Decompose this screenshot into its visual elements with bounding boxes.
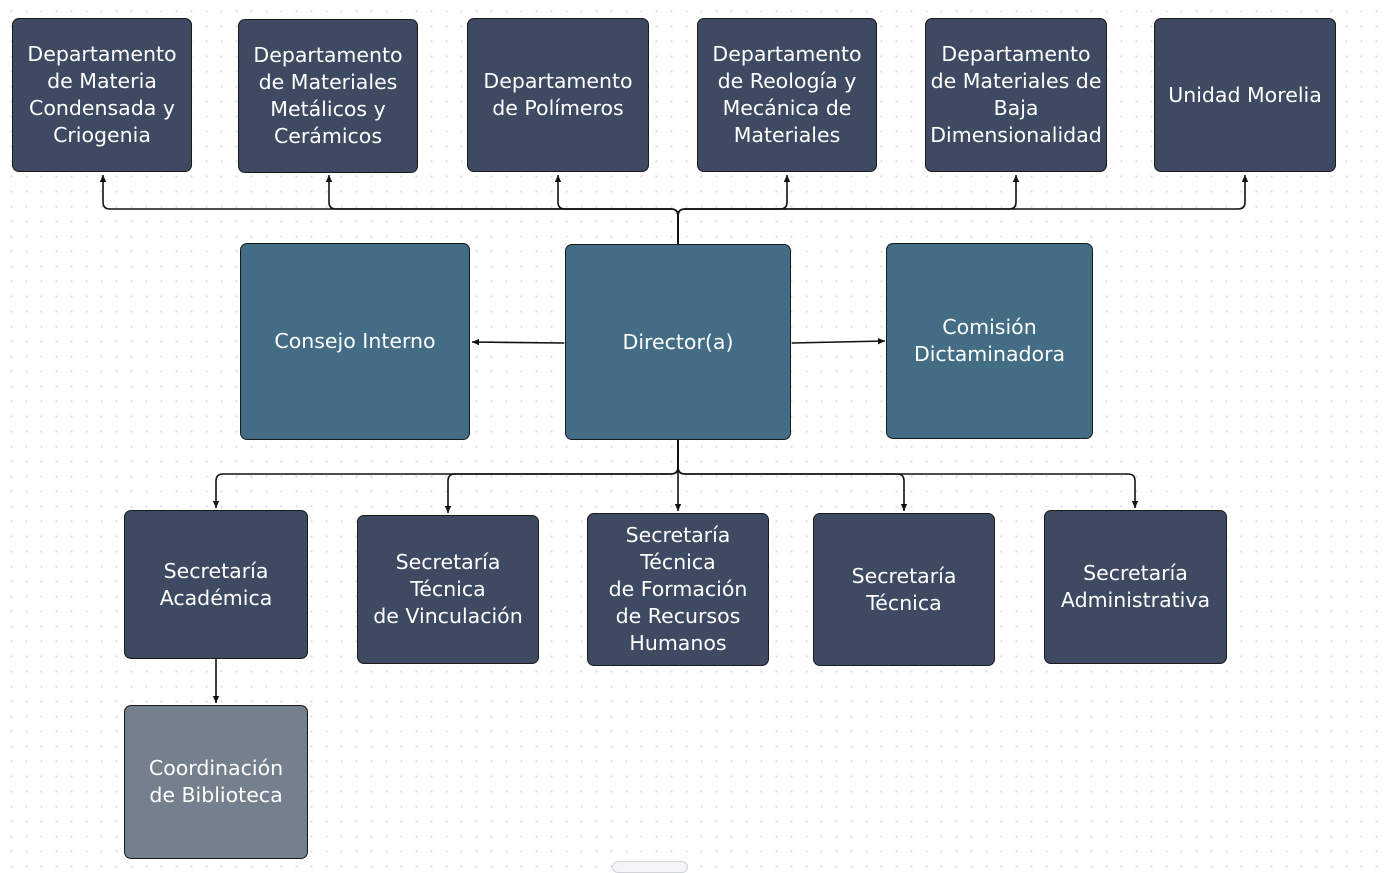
dept-reologia-label: Departamento de Reología y Mecánica de M…: [712, 42, 862, 147]
director-box[interactable]: Director(a): [565, 244, 791, 440]
unidad-morelia-label: Unidad Morelia: [1168, 82, 1322, 107]
secretaria-vinculacion-label: Secretaría Técnica de Vinculación: [373, 550, 523, 628]
dept-polimeros-label: Departamento de Polímeros: [483, 69, 633, 120]
dept-materia-condensada-box[interactable]: Departamento de Materia Condensada y Cri…: [12, 18, 192, 172]
edge-director-to-dept-materia-condensada: [99, 175, 679, 244]
edge-director-to-dept-polimeros: [554, 175, 679, 244]
consejo-interno-box[interactable]: Consejo Interno: [240, 243, 470, 440]
edge-director-to-secretaria-tecnica: [677, 440, 908, 511]
unidad-morelia-box[interactable]: Unidad Morelia: [1154, 18, 1336, 172]
coordinacion-biblioteca-box[interactable]: Coordinación de Biblioteca: [124, 705, 308, 859]
dept-materiales-metalicos-box[interactable]: Departamento de Materiales Metálicos y C…: [238, 19, 418, 173]
secretaria-tecnica-label: Secretaría Técnica: [851, 563, 957, 615]
comision-dictaminadora-box[interactable]: Comisión Dictaminadora: [886, 243, 1093, 439]
edge-director-to-secretaria-academica: [212, 440, 679, 508]
director-label: Director(a): [622, 329, 734, 354]
secretaria-tecnica-box[interactable]: Secretaría Técnica: [813, 513, 995, 666]
secretaria-academica-label: Secretaría Académica: [159, 558, 273, 610]
dept-polimeros-box[interactable]: Departamento de Polímeros: [467, 18, 649, 172]
edge-director-to-dept-materiales-metalicos: [325, 175, 679, 244]
secretaria-formacion-box[interactable]: Secretaría Técnica de Formación de Recur…: [587, 513, 769, 666]
secretaria-academica-box[interactable]: Secretaría Académica: [124, 510, 308, 659]
dept-baja-dimensionalidad-box[interactable]: Departamento de Materiales de Baja Dimen…: [925, 18, 1107, 172]
edge-director-to-unidad-morelia: [677, 175, 1249, 244]
edge-director-to-secretaria-vinculacion: [444, 440, 679, 513]
secretaria-vinculacion-box[interactable]: Secretaría Técnica de Vinculación: [357, 515, 539, 664]
dept-baja-dimensionalidad-label: Departamento de Materiales de Baja Dimen…: [930, 42, 1102, 147]
dept-materiales-metalicos-label: Departamento de Materiales Metálicos y C…: [253, 43, 403, 148]
edge-director-consejo: [471, 338, 572, 347]
edge-director-to-dept-reologia: [677, 175, 791, 244]
edge-director-to-secretaria-administrativa: [677, 440, 1139, 508]
dept-materia-condensada-label: Departamento de Materia Condensada y Cri…: [27, 42, 177, 147]
secretaria-formacion-label: Secretaría Técnica de Formación de Recur…: [608, 523, 748, 655]
edge-director-comision: [784, 337, 886, 347]
edge-director-to-dept-baja-dimensionalidad: [677, 175, 1020, 244]
comision-dictaminadora-label: Comisión Dictaminadora: [913, 315, 1066, 366]
dept-reologia-box[interactable]: Departamento de Reología y Mecánica de M…: [697, 18, 877, 172]
consejo-interno-label: Consejo Interno: [274, 329, 436, 353]
canvas-scroll-handle[interactable]: [612, 861, 688, 873]
secretaria-administrativa-box[interactable]: Secretaría Administrativa: [1044, 510, 1227, 664]
secretaria-administrativa-label: Secretaría Administrativa: [1060, 561, 1211, 612]
coordinacion-biblioteca-label: Coordinación de Biblioteca: [148, 756, 284, 807]
